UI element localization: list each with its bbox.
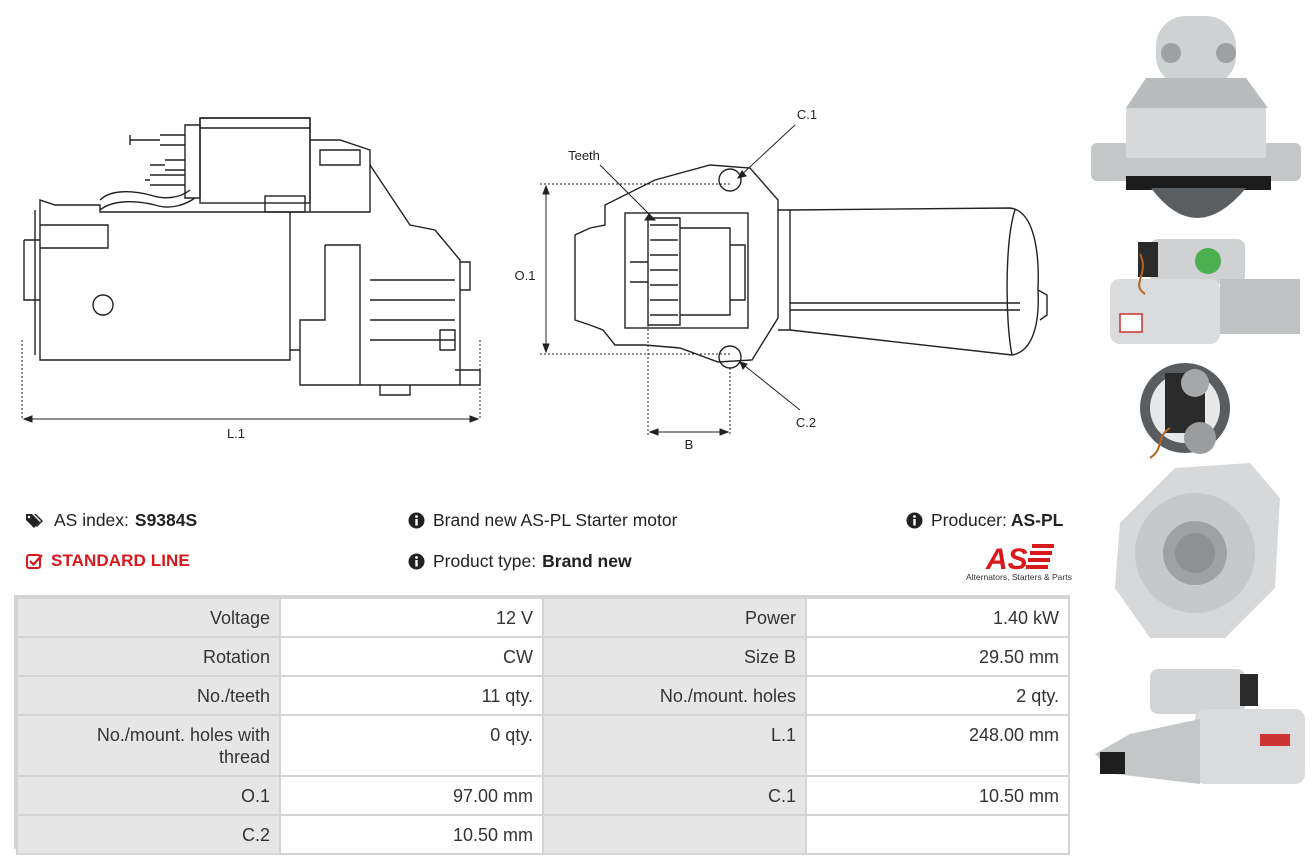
- product-type-value: Brand new: [542, 551, 632, 571]
- product-description: Brand new AS-PL Starter motor: [433, 510, 678, 530]
- spec-label: L.1: [544, 716, 805, 775]
- spec-label: Rotation: [18, 638, 279, 675]
- label-c2: C.2: [796, 415, 816, 430]
- dimension-b: [647, 325, 731, 436]
- dimension-l1: [21, 340, 481, 423]
- table-row: No./mount. holes with thread 0 qty. L.1 …: [18, 716, 1068, 775]
- product-type-row: Product type: Brand new: [408, 551, 632, 572]
- spec-value: 0 qty.: [281, 716, 542, 775]
- spec-label: [544, 816, 805, 853]
- info-icon: [408, 553, 425, 570]
- description-row: Brand new AS-PL Starter motor: [408, 510, 677, 531]
- info-icon: [408, 512, 425, 529]
- producer-row: Producer: AS-PL: [906, 510, 1063, 531]
- spec-label: C.2: [18, 816, 279, 853]
- table-row: No./teeth 11 qty. No./mount. holes 2 qty…: [18, 677, 1068, 714]
- standard-line-label: STANDARD LINE: [51, 551, 190, 570]
- info-icon: [906, 512, 923, 529]
- tags-icon: [26, 513, 43, 528]
- label-teeth: Teeth: [568, 148, 600, 163]
- spec-label: O.1: [18, 777, 279, 814]
- label-l1: L.1: [227, 426, 245, 441]
- spec-label: No./teeth: [18, 677, 279, 714]
- spec-value: 2 qty.: [807, 677, 1068, 714]
- spec-value: 29.50 mm: [807, 638, 1068, 675]
- spec-value: 1.40 kW: [807, 599, 1068, 636]
- producer-value: AS-PL: [1010, 510, 1064, 530]
- producer-label: Producer:: [931, 510, 1007, 530]
- table-row: Rotation CW Size B 29.50 mm: [18, 638, 1068, 675]
- spec-value: 11 qty.: [281, 677, 542, 714]
- spec-value: CW: [281, 638, 542, 675]
- logo-text: AS: [985, 543, 1028, 576]
- spec-value: 248.00 mm: [807, 716, 1068, 775]
- table-row: O.1 97.00 mm C.1 10.50 mm: [18, 777, 1068, 814]
- product-photo-front[interactable]: [1095, 358, 1310, 658]
- spec-value: 97.00 mm: [281, 777, 542, 814]
- as-index-label: AS index:: [54, 510, 129, 530]
- spec-value: 10.50 mm: [807, 777, 1068, 814]
- label-c1: C.1: [797, 107, 817, 122]
- spec-label: No./mount. holes: [544, 677, 805, 714]
- product-photo-top[interactable]: [1086, 8, 1308, 233]
- table-row: C.2 10.50 mm: [18, 816, 1068, 853]
- check-square-icon: [26, 553, 43, 569]
- product-photo-angle[interactable]: [1090, 664, 1310, 789]
- label-o1: O.1: [515, 268, 536, 283]
- technical-drawing: L.1 O.1 C.1 C.2 B Teeth: [21, 107, 1048, 452]
- spec-label: No./mount. holes with thread: [18, 716, 279, 775]
- standard-line-row: STANDARD LINE: [26, 551, 190, 571]
- as-index-row: AS index: S9384S: [26, 510, 197, 531]
- logo-tagline: Alternators, Starters & Parts: [966, 572, 1072, 582]
- product-type-label: Product type:: [433, 551, 537, 571]
- dimension-o1: [540, 183, 730, 355]
- label-b: B: [685, 437, 694, 452]
- spec-table: Voltage 12 V Power 1.40 kW Rotation CW S…: [16, 597, 1070, 855]
- spec-value: [807, 816, 1068, 853]
- spec-label: Voltage: [18, 599, 279, 636]
- spec-label: Power: [544, 599, 805, 636]
- product-photo-side[interactable]: [1090, 234, 1310, 349]
- as-pl-logo[interactable]: AS: [966, 541, 1066, 583]
- front-view-drawing: [574, 164, 1048, 369]
- spec-label: Size B: [544, 638, 805, 675]
- spec-label: C.1: [544, 777, 805, 814]
- side-view-drawing: [23, 117, 481, 396]
- as-index-value: S9384S: [134, 510, 198, 530]
- table-row: Voltage 12 V Power 1.40 kW: [18, 599, 1068, 636]
- spec-value: 10.50 mm: [281, 816, 542, 853]
- spec-value: 12 V: [281, 599, 542, 636]
